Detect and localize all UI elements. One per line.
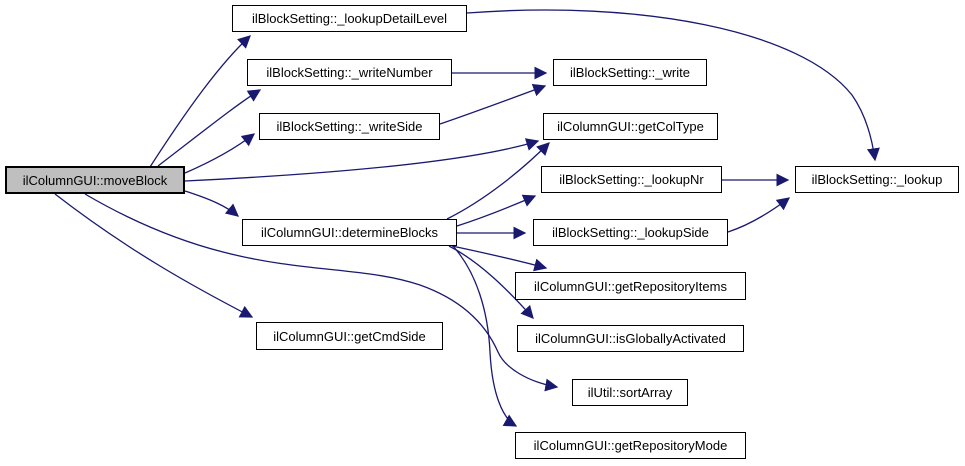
- edge-moveBlock-sortArray: [84, 193, 559, 392]
- node-ilcolumngui-getrepositorymode[interactable]: ilColumnGUI::getRepositoryMode: [515, 432, 746, 459]
- edge-determineBlocks-getRepositoryItems: [451, 245, 548, 272]
- node-ilutil-sortarray[interactable]: ilUtil::sortArray: [572, 379, 688, 406]
- node-ilcolumngui-isgloballyactivated[interactable]: ilColumnGUI::isGloballyActivated: [517, 325, 744, 352]
- node-ilcolumngui-getcmdside[interactable]: ilColumnGUI::getCmdSide: [256, 322, 443, 350]
- edge-writeSide-write: [439, 83, 547, 125]
- edge-lookupSide-lookup: [727, 197, 791, 233]
- node-ilblocksetting-writenumber[interactable]: ilBlockSetting::_writeNumber: [247, 59, 452, 86]
- edge-moveBlock-getColType: [184, 138, 540, 182]
- node-ilcolumngui-getrepositoryitems[interactable]: ilColumnGUI::getRepositoryItems: [515, 272, 746, 300]
- edge-moveBlock-lookupDetailLevel: [149, 35, 251, 168]
- edge-moveBlock-writeNumber: [157, 89, 262, 167]
- node-ilblocksetting-lookupnr[interactable]: ilBlockSetting::_lookupNr: [541, 166, 722, 193]
- node-ilblocksetting-writeside[interactable]: ilBlockSetting::_writeSide: [259, 113, 440, 140]
- edge-moveBlock-writeSide: [184, 133, 256, 174]
- node-ilblocksetting-write[interactable]: ilBlockSetting::_write: [553, 59, 707, 86]
- node-ilblocksetting-lookupside[interactable]: ilBlockSetting::_lookupSide: [533, 219, 728, 246]
- edge-determineBlocks-getRepositoryMode: [452, 245, 518, 427]
- edge-determineBlocks-lookupNr: [456, 194, 537, 227]
- node-ilcolumngui-determineblocks[interactable]: ilColumnGUI::determineBlocks: [242, 219, 457, 246]
- node-ilcolumngui-moveblock: ilColumnGUI::moveBlock: [5, 166, 185, 194]
- node-ilblocksetting-lookupdetaillevel[interactable]: ilBlockSetting::_lookupDetailLevel: [232, 5, 467, 32]
- edge-moveBlock-getCmdSide: [54, 193, 254, 318]
- node-ilcolumngui-getcoltype[interactable]: ilColumnGUI::getColType: [543, 113, 718, 140]
- edge-determineBlocks-isGloballyActivated: [448, 245, 534, 319]
- node-ilblocksetting-lookup[interactable]: ilBlockSetting::_lookup: [795, 166, 959, 193]
- edge-moveBlock-determineBlocks: [184, 190, 239, 217]
- edge-lookupDetailLevel-lookup: [466, 9, 880, 162]
- edge-determineBlocks-getColType: [446, 142, 550, 220]
